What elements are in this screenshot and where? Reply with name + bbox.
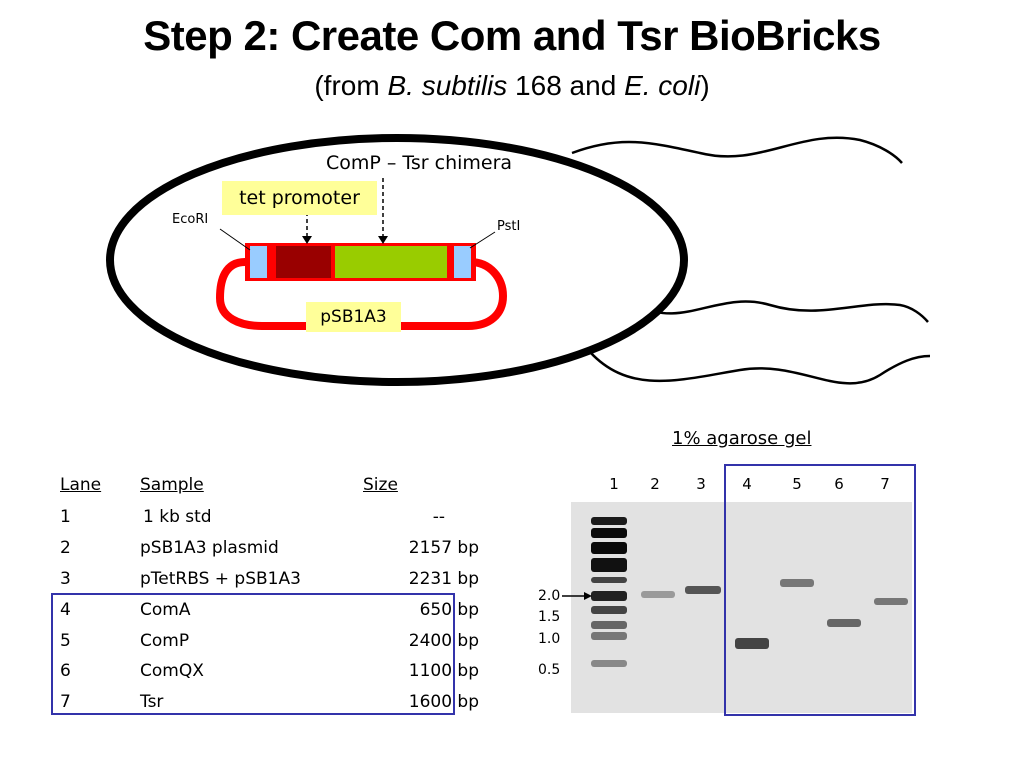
lane-number: 6 — [834, 475, 844, 493]
table-row: 7 Tsr 1600 bp — [60, 692, 479, 713]
ladder-label: 1.5 — [538, 609, 561, 625]
cell-diagram — [106, 134, 931, 386]
sample-band — [735, 638, 769, 649]
page-subtitle: (from B. subtilis 168 and E. coli) — [314, 70, 710, 101]
lane-number: 3 — [696, 475, 706, 493]
ladder-band — [591, 660, 627, 667]
lane-number: 1 — [609, 475, 619, 493]
gel-image — [571, 502, 912, 713]
table-row: 1 1 kb std -- — [60, 507, 445, 528]
lane-number: 7 — [880, 475, 890, 493]
psti-site — [454, 246, 471, 278]
table-highlight-box — [51, 593, 455, 715]
sample-band — [827, 619, 861, 627]
table-row: 2 pSB1A3 plasmid 2157 bp — [60, 538, 479, 559]
sample-band — [874, 598, 908, 605]
sample-band — [780, 579, 814, 587]
ladder-band — [591, 632, 627, 640]
header-lane: Lane — [60, 475, 102, 495]
sample-table: Lane Sample Size 1 1 kb std -- 2 pSB1A3 … — [60, 472, 479, 718]
gel-highlight-box — [724, 464, 916, 716]
ladder-band — [591, 542, 627, 554]
ecori-leader — [219, 228, 251, 251]
psti-leader — [469, 231, 496, 249]
flagellum-middle — [639, 300, 929, 323]
ladder-band — [591, 558, 627, 572]
header-size: Size — [363, 475, 398, 495]
lane-number: 4 — [742, 475, 752, 493]
ecori-label: EcoRI — [172, 212, 209, 227]
sample-band — [641, 591, 675, 598]
ladder-band — [591, 606, 627, 614]
comp-tsr-insert — [335, 246, 447, 278]
lane-number: 5 — [792, 475, 802, 493]
table-row: 5 ComP 2400 bp — [60, 630, 479, 651]
ladder-band — [591, 591, 627, 601]
ladder-label: 1.0 — [538, 631, 561, 647]
ladder-band — [591, 621, 627, 629]
gel-title: 1% agarose gel — [672, 428, 812, 449]
ecori-site — [250, 246, 267, 278]
sample-band — [685, 586, 721, 594]
ladder-band — [591, 528, 627, 538]
table-header-row: Lane Sample Size — [60, 472, 479, 502]
header-sample: Sample — [140, 475, 204, 495]
psti-label: PstI — [497, 219, 521, 234]
ladder-arrow-icon — [562, 592, 592, 600]
table-row: 4 ComA 650 bp — [60, 599, 479, 620]
table-row: 6 ComQX 1100 bp — [60, 661, 479, 682]
tet-promoter-label: tet promoter — [222, 181, 377, 215]
flagellum-top — [571, 136, 903, 164]
page-title: Step 2: Create Com and Tsr BioBricks — [143, 12, 881, 59]
plasmid-label: pSB1A3 — [306, 302, 401, 332]
chimera-label: ComP – Tsr chimera — [326, 152, 513, 174]
ladder-label: 2.0 — [538, 588, 561, 604]
flagellum-bottom — [589, 351, 931, 385]
ladder-band — [591, 577, 627, 583]
tet-promoter-segment — [276, 246, 331, 278]
table-row: 3 pTetRBS + pSB1A3 2231 bp — [60, 568, 479, 589]
ladder-label: 0.5 — [538, 662, 561, 678]
ladder-band — [591, 517, 627, 525]
lane-number: 2 — [650, 475, 660, 493]
